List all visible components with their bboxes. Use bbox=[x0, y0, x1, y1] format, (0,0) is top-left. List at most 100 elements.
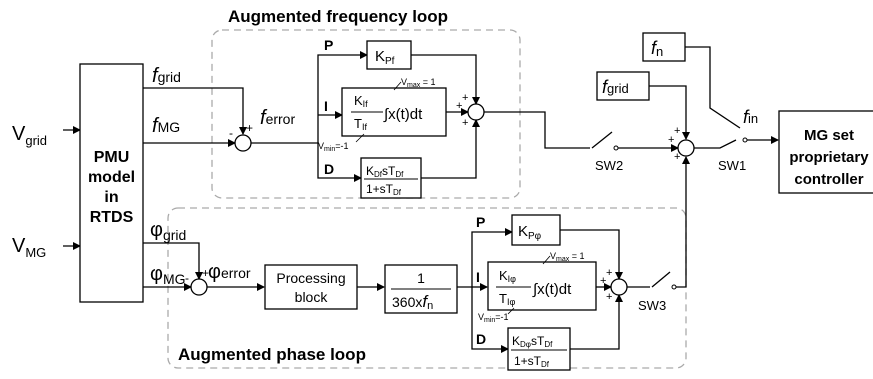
pmu-line1: PMU bbox=[94, 149, 130, 166]
f-pid-plus-left: + bbox=[456, 100, 462, 112]
sw3-terminal bbox=[671, 284, 677, 290]
f-error-label: ferror bbox=[260, 107, 295, 129]
controller-block bbox=[778, 110, 873, 194]
f-integral: ∫x(t)dt bbox=[383, 106, 423, 123]
phi-grid-wire bbox=[143, 242, 203, 280]
sw1-terminal bbox=[742, 137, 748, 143]
f-pid-sum bbox=[467, 103, 485, 121]
f-d-out-wire bbox=[421, 119, 480, 179]
f-ki: KIf bbox=[354, 93, 368, 109]
phi-mg-label: φMG bbox=[150, 263, 186, 287]
f-mg-label: fMG bbox=[152, 115, 180, 137]
phi-vmax: Vmax = 1 bbox=[550, 251, 585, 263]
f-out-wire bbox=[484, 111, 590, 149]
f-grid-wire bbox=[143, 87, 247, 135]
phi-d-den: 1+sTDf bbox=[514, 354, 550, 369]
phi-summing-junction bbox=[190, 278, 208, 296]
phi-vmax-leader bbox=[542, 255, 551, 265]
phi-d-label: D bbox=[476, 331, 486, 347]
sw2-label: SW2 bbox=[595, 158, 623, 173]
main-sum-out-wire bbox=[694, 139, 737, 149]
fn-label: fn bbox=[651, 38, 663, 59]
f-sum-minus: - bbox=[229, 126, 233, 140]
phi-pid-plus-top: + bbox=[606, 267, 612, 279]
phi-d-out-wire bbox=[570, 294, 623, 350]
sw3-blade bbox=[651, 271, 671, 288]
phi-p-out-wire bbox=[560, 229, 623, 280]
pmu-block bbox=[79, 63, 144, 303]
phi-d-block bbox=[507, 327, 571, 371]
f-sum-plus: + bbox=[246, 121, 253, 135]
sw3-out-wire bbox=[676, 156, 690, 288]
phi-pid-plus-bottom: + bbox=[606, 291, 612, 303]
pmu-line2: model bbox=[88, 169, 135, 186]
sw1-label: SW1 bbox=[718, 158, 746, 173]
phi-pid-plus-left: + bbox=[600, 275, 606, 287]
phi-error-scaled-wire bbox=[457, 228, 513, 288]
f-kd: KDfsTDf bbox=[366, 164, 404, 179]
sw2-blade bbox=[591, 131, 613, 149]
controller-line1: MG set bbox=[804, 127, 854, 144]
processing-block bbox=[264, 264, 358, 310]
f-kp: KPf bbox=[375, 48, 395, 67]
phi-p-label: P bbox=[476, 214, 485, 230]
phase-loop-title: Augmented phase loop bbox=[178, 345, 366, 364]
frequency-loop-region bbox=[211, 29, 521, 199]
f-p-label: P bbox=[324, 37, 333, 53]
phi-i-block bbox=[487, 261, 597, 311]
fn-block bbox=[642, 32, 686, 62]
processing-line2: block bbox=[295, 289, 329, 305]
main-plus-2: + bbox=[668, 134, 674, 146]
phi-kp: KPφ bbox=[518, 223, 542, 242]
f-vmax-leader bbox=[393, 81, 402, 91]
sw2-terminal bbox=[613, 145, 619, 151]
phi-ki: KIφ bbox=[499, 268, 516, 284]
phi-vmin-leader bbox=[507, 307, 515, 315]
pmu-line3: in bbox=[104, 189, 118, 206]
f-error-d-wire bbox=[317, 143, 362, 182]
phi-vmin: Vmin=-1 bbox=[478, 312, 509, 324]
fgrid-ref-label: fgrid bbox=[602, 77, 629, 97]
controller-line2: proprietary bbox=[789, 149, 869, 166]
phi-integral: ∫x(t)dt bbox=[532, 281, 572, 298]
phi-sum-minus: - bbox=[185, 271, 189, 285]
pmu-line4: RTDS bbox=[90, 209, 134, 226]
scale-den: 360xfn bbox=[392, 292, 433, 312]
f-p-out-wire bbox=[411, 54, 480, 105]
scale-num: 1 bbox=[417, 270, 425, 286]
f-vmax: Vmax = 1 bbox=[401, 77, 436, 89]
f-pid-plus-bottom: + bbox=[462, 117, 468, 129]
controller-line3: controller bbox=[794, 171, 863, 188]
f-error-wire bbox=[251, 51, 368, 144]
f-pid-plus-top: + bbox=[462, 92, 468, 104]
main-plus-1: + bbox=[674, 125, 680, 137]
v-grid-label: Vgrid bbox=[12, 123, 47, 148]
f-vmin-leader bbox=[355, 133, 365, 143]
phi-ti: TIφ bbox=[499, 291, 515, 307]
f-d-den: 1+sTDf bbox=[366, 182, 402, 197]
v-mg-label: VMG bbox=[12, 235, 46, 260]
phi-i-label: I bbox=[476, 269, 480, 285]
phi-p-gain-block bbox=[511, 214, 561, 246]
phi-sum-plus: + bbox=[202, 266, 209, 280]
f-ti: TIf bbox=[354, 116, 367, 132]
f-in-label: fin bbox=[743, 107, 758, 127]
main-plus-3: + bbox=[674, 151, 680, 163]
fn-wire bbox=[685, 46, 741, 129]
frequency-loop-title: Augmented frequency loop bbox=[228, 7, 448, 26]
f-i-label: I bbox=[324, 98, 328, 114]
f-grid-label: fgrid bbox=[152, 65, 181, 87]
f-summing-junction bbox=[234, 134, 252, 152]
phi-pid-sum bbox=[610, 278, 628, 296]
phi-grid-label: φgrid bbox=[150, 219, 186, 243]
sw3-label: SW3 bbox=[638, 298, 666, 313]
phi-kd: KDφsTDf bbox=[512, 334, 553, 349]
phi-d-wire bbox=[471, 287, 509, 353]
f-d-label: D bbox=[324, 161, 334, 177]
phase-loop-region bbox=[167, 207, 687, 369]
f-vmin: Vmin=-1 bbox=[318, 141, 349, 153]
phi-error-label: φerror bbox=[208, 261, 251, 283]
fgrid-ref-wire bbox=[649, 85, 690, 140]
processing-line1: Processing bbox=[276, 270, 345, 286]
